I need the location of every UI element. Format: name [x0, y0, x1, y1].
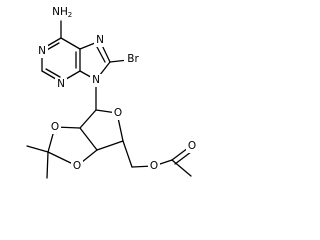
atom-o4prime: O [112, 107, 124, 120]
molecule-structure: NH 2 N N N N Br O O [26, 5, 198, 179]
atom-nh2: NH 2 [52, 5, 74, 19]
bond-c2-n3-double [45, 68, 61, 78]
atom-label-nh2-subscript: 2 [68, 11, 72, 19]
atom-o-dioxolane-lower: O [71, 160, 83, 173]
atom-o-dioxolane-upper: O [49, 121, 61, 134]
bond-c6-c5 [60, 37, 81, 50]
atom-label-nh: NH [52, 6, 68, 18]
bond-cq-methyl-b [46, 151, 49, 179]
svg-text:O: O [51, 121, 59, 133]
bond-c2prime-c1prime [79, 109, 97, 129]
atom-n1: N [36, 45, 48, 58]
bond-layer [26, 20, 192, 179]
bond-c4prime-c3prime [96, 140, 124, 151]
svg-text:O: O [114, 107, 122, 119]
atom-n7: N [94, 34, 106, 47]
atom-n3: N [55, 78, 67, 91]
bond-c4prime-ch2 [122, 140, 133, 168]
atom-o-ester: O [148, 160, 160, 173]
bond-n7-c8-double [96, 46, 106, 63]
svg-text:N: N [57, 78, 65, 90]
label-layer: NH 2 N N N N Br O O [36, 5, 198, 173]
atom-n9: N [90, 74, 102, 87]
svg-text:O: O [73, 160, 81, 172]
bond-c3prime-c2prime [79, 127, 98, 151]
bond-cq-methyl-a [26, 145, 49, 153]
svg-text:O: O [188, 140, 196, 152]
atom-br: Br [124, 53, 142, 66]
atom-o-carbonyl: O [186, 140, 198, 153]
bond-carbonyl-methyl [171, 159, 192, 177]
svg-text:Br: Br [127, 53, 139, 65]
bond-carbonyl-double-a [171, 147, 189, 161]
svg-text:N: N [38, 45, 46, 57]
svg-text:N: N [96, 34, 104, 46]
svg-text:O: O [150, 160, 158, 172]
bond-carbonyl-double-b [174, 151, 192, 165]
svg-text:N: N [92, 74, 100, 86]
